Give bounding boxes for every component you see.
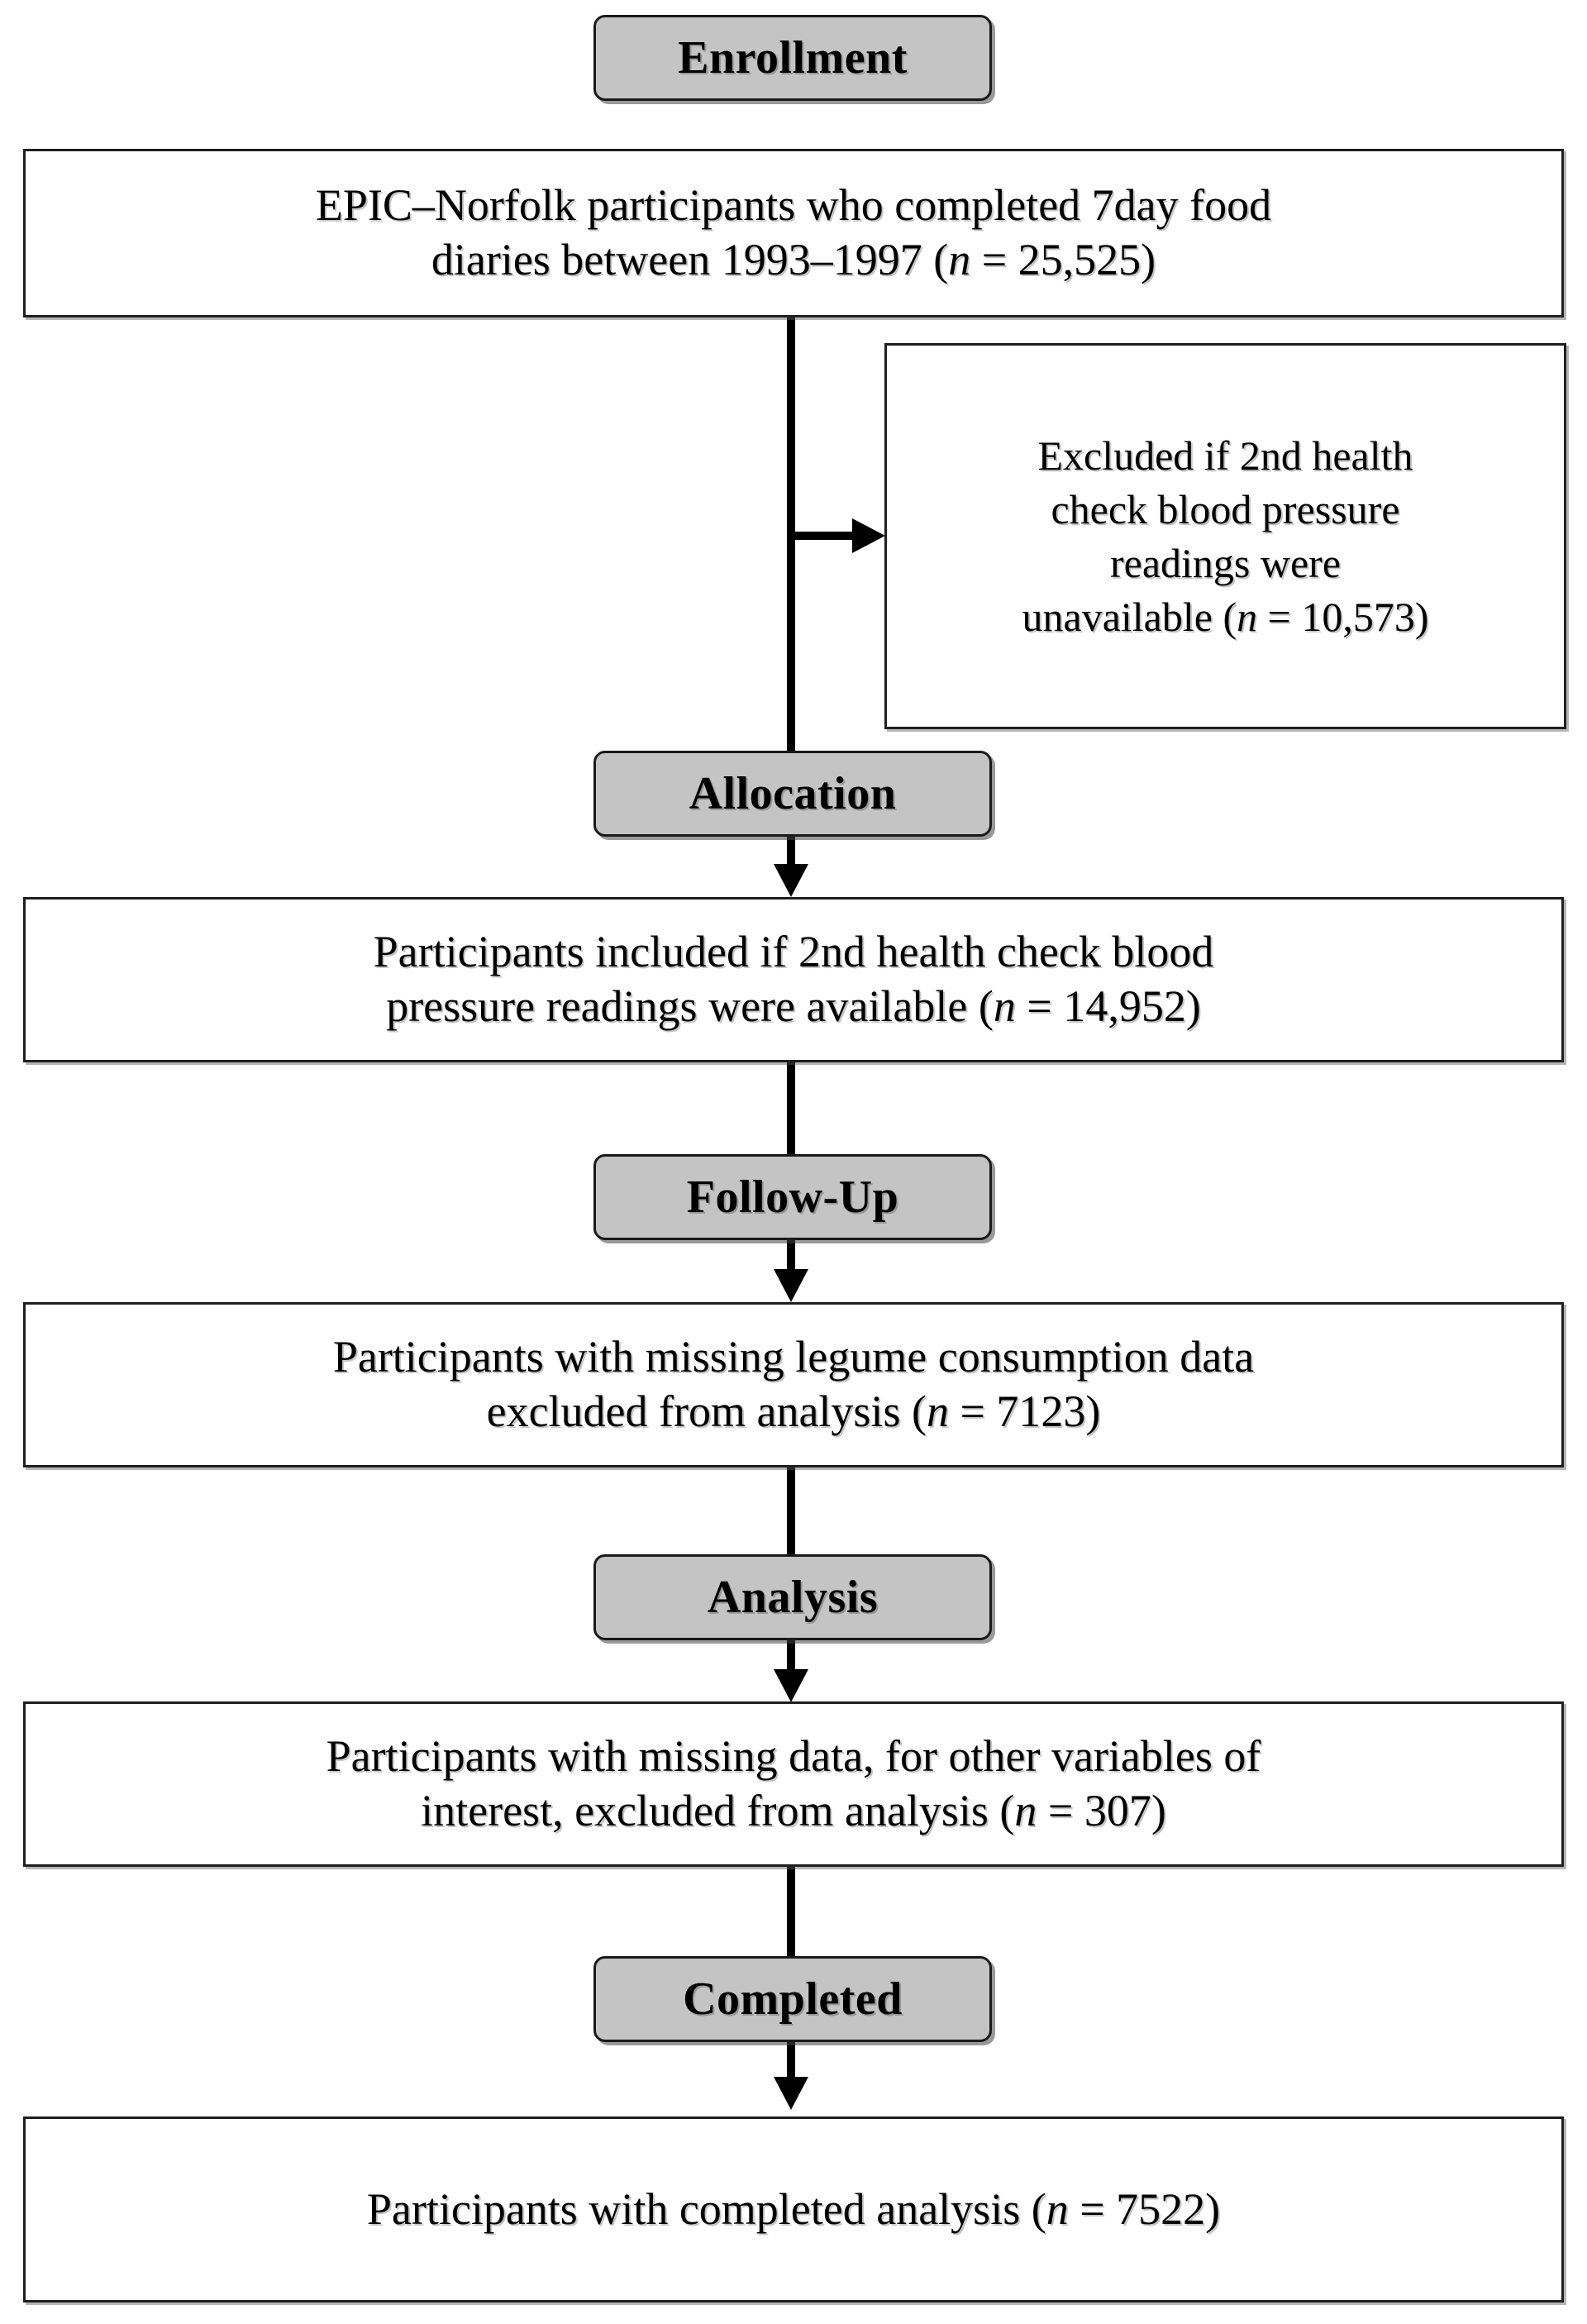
stage-pill-completed: Completed xyxy=(593,1956,992,2042)
stage-label-enrollment: Enrollment xyxy=(678,32,908,84)
box-enrolled-participants: EPIC–Norfolk participants who completed … xyxy=(23,149,1564,317)
box-completed-analysis: Participants with completed analysis (n … xyxy=(23,2116,1564,2303)
connector-followup-to-legume xyxy=(787,1238,795,1275)
excluded-stat-symbol: n xyxy=(1237,593,1258,640)
excluded-line-3: readings were xyxy=(1109,539,1342,586)
box-excluded-text: Excluded if 2nd health check blood press… xyxy=(1022,429,1429,644)
connector-completed-to-final xyxy=(787,2040,795,2083)
final-line-1-post: = 7522) xyxy=(1068,2183,1221,2234)
other-line-1: Participants with missing data, for othe… xyxy=(326,1731,1261,1782)
legume-line-1: Participants with missing legume consump… xyxy=(332,1332,1255,1382)
enrolled-line-2-post: = 25,525) xyxy=(970,235,1156,284)
box-missing-other-variables: Participants with missing data, for othe… xyxy=(23,1701,1564,1867)
final-line-1-pre: Participants with completed analysis ( xyxy=(366,2183,1046,2234)
excluded-line-1: Excluded if 2nd health xyxy=(1037,432,1413,479)
stage-pill-follow-up: Follow-Up xyxy=(593,1154,992,1240)
stage-label-analysis: Analysis xyxy=(707,1572,879,1623)
arrowhead-final xyxy=(774,2077,808,2110)
box-missing-legume-data: Participants with missing legume consump… xyxy=(23,1302,1564,1467)
legume-line-2-post: = 7123) xyxy=(948,1386,1101,1436)
connector-branch-exclusion xyxy=(791,532,874,540)
included-line-2-post: = 14,952) xyxy=(1015,981,1201,1031)
legume-line-2-pre: excluded from analysis ( xyxy=(486,1386,927,1436)
arrowhead-exclusion xyxy=(852,518,885,553)
arrowhead-legume xyxy=(774,1269,808,1302)
box-missing-legume-text: Participants with missing legume consump… xyxy=(333,1330,1254,1439)
stage-label-follow-up: Follow-Up xyxy=(686,1172,899,1223)
enrolled-line-1: EPIC–Norfolk participants who completed … xyxy=(315,180,1272,231)
box-completed-analysis-text: Participants with completed analysis (n … xyxy=(367,2183,1220,2237)
excluded-line-4-post: = 10,573) xyxy=(1257,593,1429,640)
included-line-1: Participants included if 2nd health chec… xyxy=(373,927,1214,977)
final-stat-symbol: n xyxy=(1046,2183,1069,2234)
box-included-blood-pressure: Participants included if 2nd health chec… xyxy=(23,897,1564,1062)
included-line-2-pre: pressure readings were available ( xyxy=(386,981,994,1031)
stage-pill-enrollment: Enrollment xyxy=(593,15,992,101)
connector-analysis-to-missing-other xyxy=(787,1639,795,1675)
box-missing-other-text: Participants with missing data, for othe… xyxy=(326,1730,1261,1839)
box-included-text: Participants included if 2nd health chec… xyxy=(374,925,1214,1034)
enrolled-stat-symbol: n xyxy=(948,235,971,284)
connector-included-to-followup xyxy=(787,1062,795,1162)
included-stat-symbol: n xyxy=(993,981,1016,1031)
connector-missing-other-to-completed xyxy=(787,1867,795,1961)
box-excluded-blood-pressure: Excluded if 2nd health check blood press… xyxy=(884,343,1566,729)
excluded-line-2: check blood pressure xyxy=(1051,485,1400,532)
box-enrolled-text: EPIC–Norfolk participants who completed … xyxy=(316,179,1271,288)
excluded-line-4-pre: unavailable ( xyxy=(1022,593,1237,640)
stage-label-completed: Completed xyxy=(683,1973,903,2025)
stage-label-allocation: Allocation xyxy=(689,768,897,819)
stage-pill-analysis: Analysis xyxy=(593,1554,992,1640)
arrowhead-missing-other xyxy=(774,1669,808,1702)
connector-legume-to-analysis xyxy=(787,1467,795,1560)
connector-allocation-to-included xyxy=(787,835,795,870)
other-stat-symbol: n xyxy=(1014,1786,1037,1835)
arrowhead-included xyxy=(774,864,808,897)
other-line-2-post: = 307) xyxy=(1037,1786,1166,1835)
stage-pill-allocation: Allocation xyxy=(593,751,992,837)
other-line-2-pre: interest, excluded from analysis ( xyxy=(421,1786,1015,1835)
legume-stat-symbol: n xyxy=(926,1386,949,1436)
enrolled-line-2-pre: diaries between 1993–1997 ( xyxy=(431,235,949,284)
